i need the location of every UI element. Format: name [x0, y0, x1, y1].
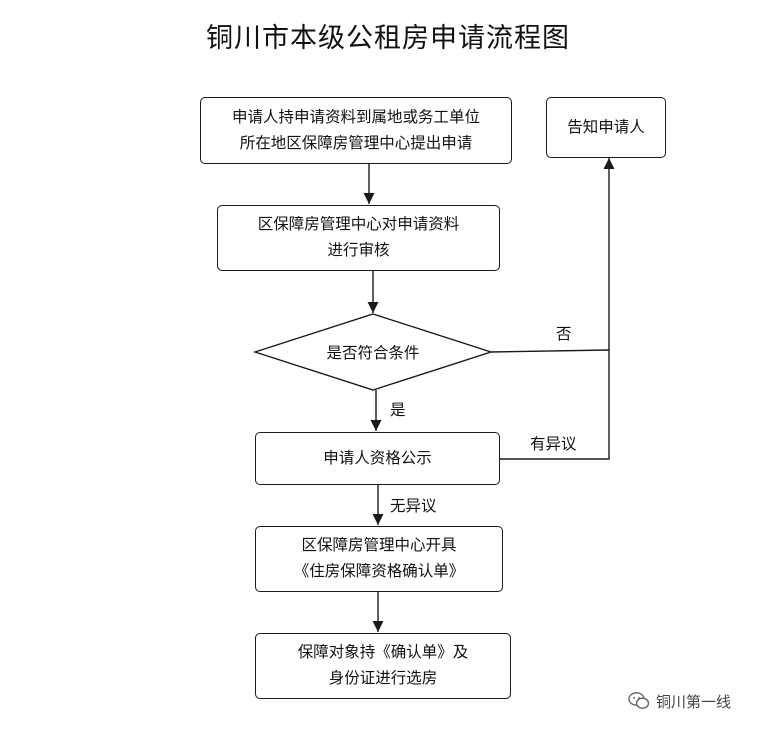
node-certificate-line-2: 《住房保障资格确认单》 — [293, 562, 465, 580]
edge-label-yes: 是 — [390, 401, 406, 419]
decision-diamond — [252, 313, 494, 391]
node-submit-line-2: 所在地区保障房管理中心提出申请 — [239, 133, 473, 152]
edge-label-objection: 有异议 — [530, 435, 577, 453]
node-submit-line-1: 申请人持申请资料到属地或务工单位 — [231, 107, 480, 126]
node-decision-label: 是否符合条件 — [326, 344, 420, 362]
line-publicity-objection-branch — [500, 350, 610, 460]
node-select-line-2: 身份证进行选房 — [328, 669, 438, 687]
watermark: 铜川第一线 — [628, 688, 731, 714]
edge-label-no-objection: 无异议 — [390, 497, 437, 515]
node-notify-label: 告知申请人 — [567, 117, 645, 136]
node-review-line-1: 区保障房管理中心对申请资料 — [257, 215, 460, 234]
wechat-icon — [628, 692, 650, 709]
node-review-line-2: 进行审核 — [327, 241, 390, 259]
node-publicity: 申请人资格公示 — [255, 432, 500, 485]
watermark-text: 铜川第一线 — [656, 692, 732, 711]
node-certificate: 区保障房管理中心开具 《住房保障资格确认单》 — [255, 526, 503, 592]
node-review: 区保障房管理中心对申请资料 进行审核 — [217, 205, 500, 271]
edge-label-no: 否 — [556, 325, 572, 343]
page-title: 铜川市本级公租房申请流程图 — [206, 23, 570, 54]
node-submit-application: 申请人持申请资料到属地或务工单位 所在地区保障房管理中心提出申请 — [200, 97, 512, 164]
node-select-line-1: 保障对象持《确认单》及 — [297, 643, 469, 662]
node-select-housing: 保障对象持《确认单》及 身份证进行选房 — [255, 633, 511, 699]
node-publicity-label: 申请人资格公示 — [323, 448, 432, 467]
line-decision-no-branch — [490, 349, 610, 353]
node-notify-applicant: 告知申请人 — [546, 97, 666, 158]
node-certificate-line-1: 区保障房管理中心开具 — [301, 536, 457, 555]
